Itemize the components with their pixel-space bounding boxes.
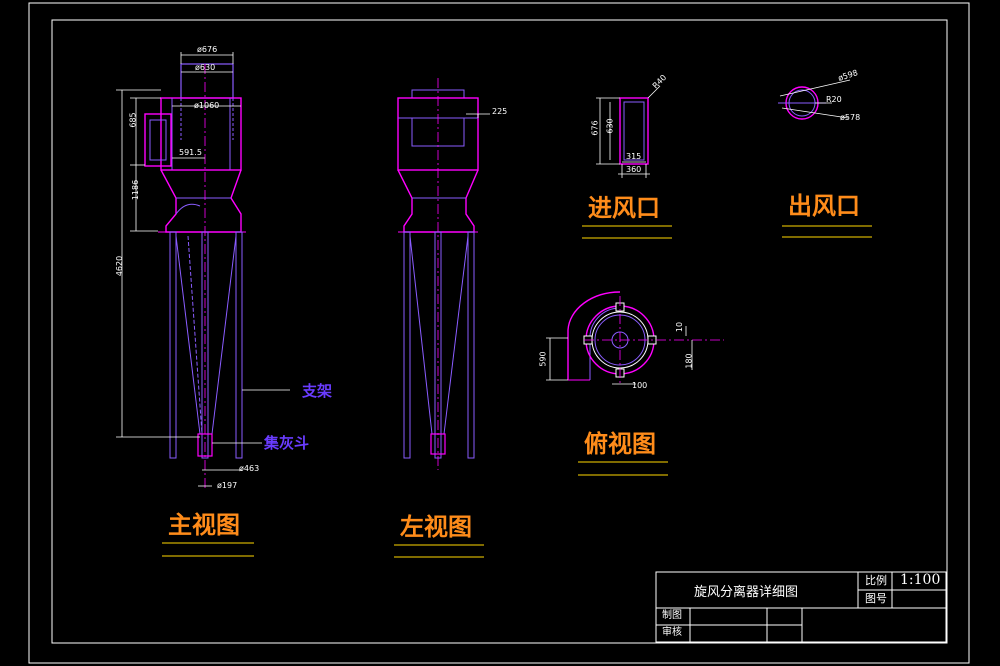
drawing-name: 旋风分离器详细图 [694,585,799,600]
scale-label: 比例 [865,574,887,587]
dim-inlet-h630: 630 [605,118,615,134]
dim-h4620: 4620 [115,255,125,277]
dim-d676: ø676 [197,45,218,54]
dim-d630: ø630 [195,63,216,72]
dim-d463: ø463 [239,464,260,473]
dim-top-180: 180 [684,353,694,369]
dim-h685: 685 [128,112,138,128]
dim-w591: 591.5 [179,148,202,157]
dim-inlet-w315: 315 [626,152,642,161]
number-label: 图号 [865,592,887,605]
dim-d197: ø197 [217,481,238,490]
inlet-outer [619,97,649,165]
outlet-view [778,79,851,120]
front-inlet-duct [144,113,172,167]
front-leg-left [169,231,177,459]
dim-inlet-w360: 360 [626,165,642,174]
dim-d1060: ø1060 [194,101,220,110]
top-volute [567,291,621,380]
dim-inlet-h676: 676 [590,120,600,136]
hopper-label: 集灰斗 [264,434,310,452]
left-leg-right [467,231,475,459]
left-view-title: 左视图 [400,513,472,541]
title-underlines [162,225,872,558]
dim-outlet-d578: ø578 [840,113,861,122]
inlet-view [596,85,661,178]
front-view [116,52,290,490]
inner-frame [51,19,948,644]
scale-value: 1:100 [900,572,941,588]
front-view-title: 主视图 [168,511,240,539]
inlet-inner [623,101,645,161]
dim-top-10: 10 [675,321,685,333]
front-dimensions [116,52,290,487]
left-leg-left [403,231,411,459]
dim-top-100: 100 [632,381,648,390]
outlet-view-title: 出风口 [788,192,860,220]
top-view-title: 俯视图 [584,430,656,458]
dim-top-590: 590 [538,351,548,367]
left-view [397,78,490,470]
inlet-view-title: 进风口 [588,194,660,222]
front-leg-right [235,231,243,459]
drawn-label: 制图 [662,610,682,621]
title-block [655,571,947,643]
top-view [546,291,724,385]
dim-h1186: 1186 [131,179,141,201]
support-label: 支架 [302,382,333,400]
dim-outlet-r20: R20 [826,95,842,104]
dim-side-225: 225 [492,107,508,116]
outer-frame [28,2,970,664]
review-label: 审核 [662,627,682,638]
